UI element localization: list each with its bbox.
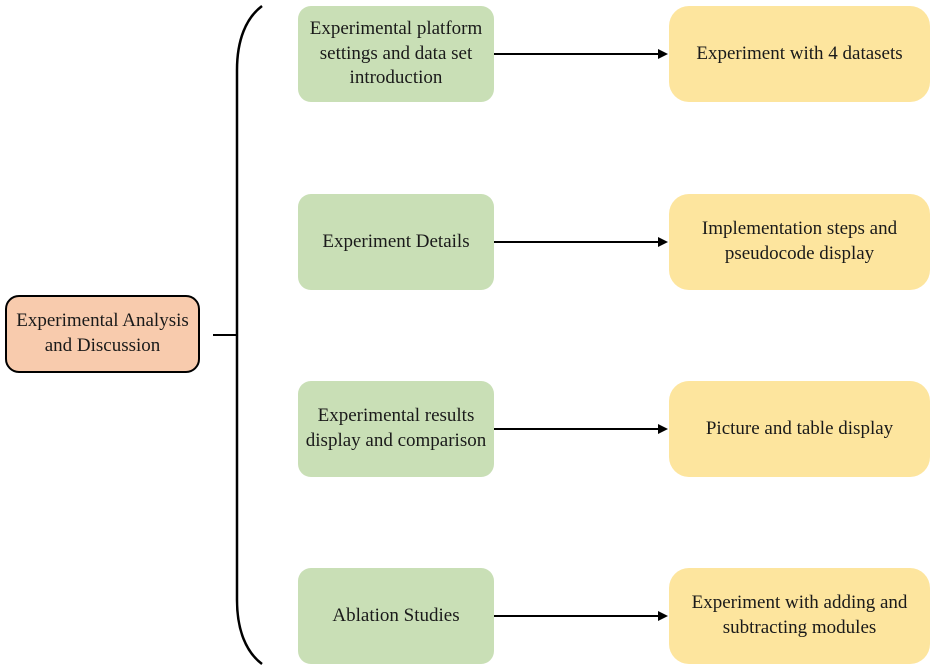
topic-node-platform-settings: Experimental platform settings and data … <box>298 6 494 102</box>
detail-node-picture-table: Picture and table display <box>669 381 930 477</box>
topic-node-ablation-studies: Ablation Studies <box>298 568 494 664</box>
topic-label: Experiment Details <box>322 230 470 252</box>
detail-label: Picture and table display <box>705 417 894 439</box>
topic-node-experiment-details: Experiment Details <box>298 194 494 290</box>
detail-node-implementation: Implementation steps and pseudocode disp… <box>669 194 930 290</box>
root-label: Experimental Analysis and Discussion <box>16 310 189 356</box>
detail-label: Implementation steps and pseudocode disp… <box>701 218 898 264</box>
topic-label: Experimental platform settings and data … <box>309 17 483 89</box>
detail-label: Experiment with adding and subtracting m… <box>691 592 908 638</box>
curly-brace <box>235 5 263 665</box>
topic-label: Ablation Studies <box>332 604 460 626</box>
root-node: Experimental Analysis and Discussion <box>5 295 200 373</box>
detail-node-datasets: Experiment with 4 datasets <box>669 6 930 102</box>
detail-node-modules: Experiment with adding and subtracting m… <box>669 568 930 664</box>
topic-node-results-comparison: Experimental results display and compari… <box>298 381 494 477</box>
topic-label: Experimental results display and compari… <box>305 405 487 451</box>
detail-label: Experiment with 4 datasets <box>696 42 903 64</box>
